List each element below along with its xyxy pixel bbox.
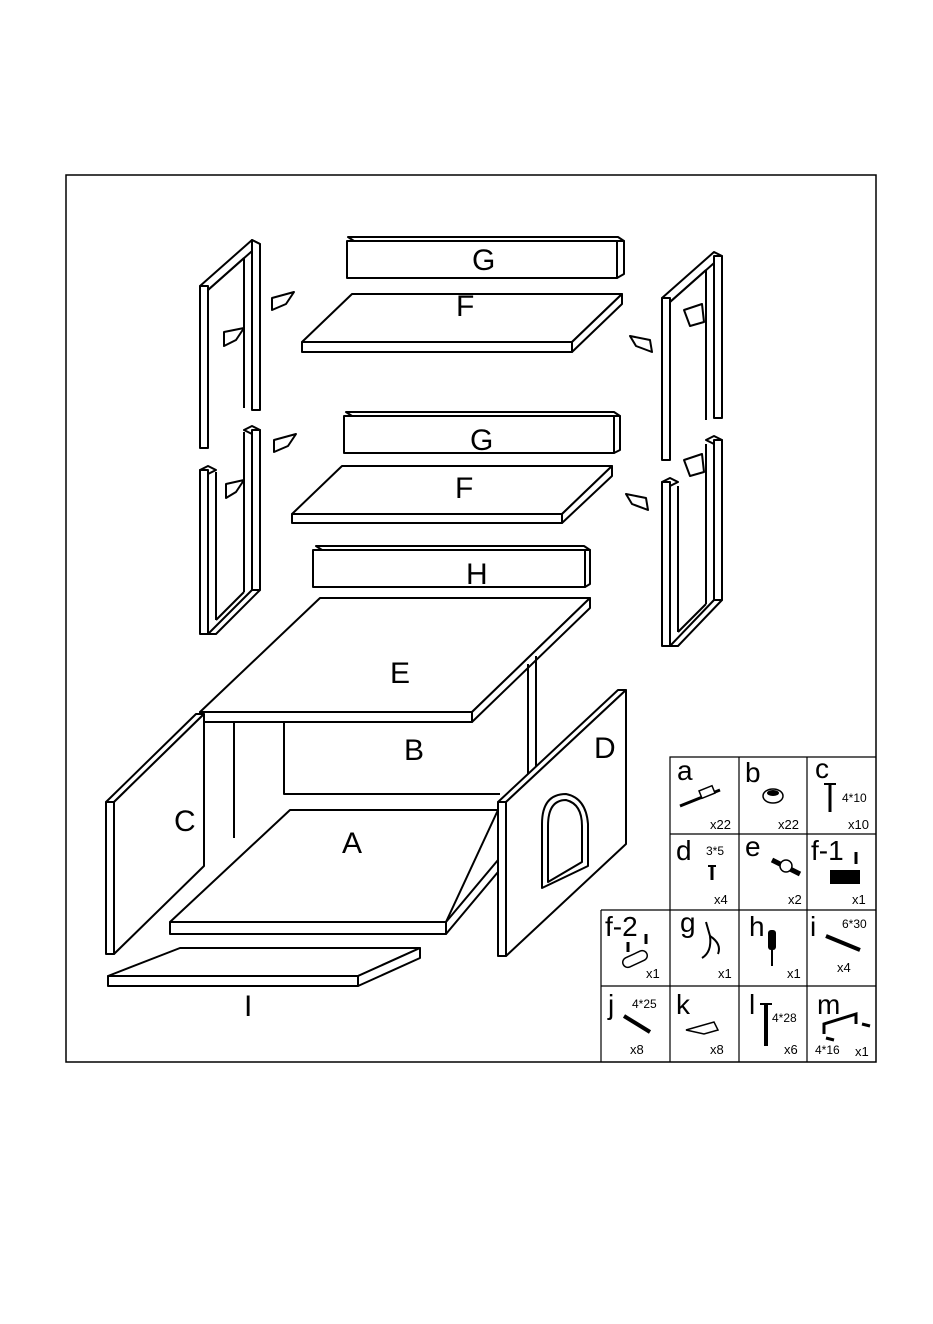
hardware-cell-b: b x22 xyxy=(745,757,799,832)
svg-text:f-2: f-2 xyxy=(605,911,638,942)
svg-text:j: j xyxy=(607,989,614,1020)
svg-text:m: m xyxy=(817,989,840,1020)
hardware-cell-e: e x2 xyxy=(745,831,802,907)
wood-screw-icon xyxy=(760,1004,772,1046)
cam-bolt-icon xyxy=(680,786,720,806)
panel-e-top xyxy=(200,598,590,796)
svg-text:x22: x22 xyxy=(778,817,799,832)
l-bracket-icon xyxy=(686,1022,718,1034)
hardware-cell-j: j 4*25 x8 xyxy=(607,989,657,1057)
svg-text:g: g xyxy=(680,907,696,938)
hardware-cell-k: k x8 xyxy=(676,989,724,1057)
hardware-cell-a: a x22 xyxy=(677,755,731,832)
svg-text:x1: x1 xyxy=(646,966,660,981)
hardware-cell-c: c 4*10 x10 xyxy=(815,753,869,832)
svg-text:i: i xyxy=(810,911,816,942)
panel-b-back xyxy=(284,720,500,794)
svg-text:4*28: 4*28 xyxy=(772,1011,797,1025)
svg-text:x22: x22 xyxy=(710,817,731,832)
svg-text:b: b xyxy=(745,757,761,788)
screwdriver-icon xyxy=(768,930,776,966)
svg-text:h: h xyxy=(749,911,765,942)
label-panel-i: I xyxy=(244,990,252,1023)
screw-icon xyxy=(824,784,836,812)
svg-text:a: a xyxy=(677,755,693,786)
label-panel-f-top: F xyxy=(456,290,474,323)
label-panel-f-mid: F xyxy=(455,472,473,505)
hardware-cell-l: l 4*28 x6 xyxy=(749,989,798,1057)
label-panel-c: C xyxy=(174,805,196,838)
svg-text:x8: x8 xyxy=(710,1042,724,1057)
long-screw-icon xyxy=(826,936,860,950)
label-panel-g-top: G xyxy=(472,244,495,277)
svg-text:x1: x1 xyxy=(787,966,801,981)
left-lower-frame xyxy=(200,426,260,634)
label-panel-g-mid: G xyxy=(470,424,493,457)
svg-text:x1: x1 xyxy=(852,892,866,907)
panel-h xyxy=(313,546,590,587)
svg-text:4*16: 4*16 xyxy=(815,1043,840,1057)
svg-text:c: c xyxy=(815,753,829,784)
label-panel-d: D xyxy=(594,732,616,765)
svg-text:6*30: 6*30 xyxy=(842,917,867,931)
svg-text:x2: x2 xyxy=(788,892,802,907)
svg-text:4*10: 4*10 xyxy=(842,791,867,805)
svg-text:x4: x4 xyxy=(714,892,728,907)
hardware-cell-g: g x1 xyxy=(680,907,732,981)
label-panel-e: E xyxy=(390,657,410,690)
svg-text:x10: x10 xyxy=(848,817,869,832)
svg-text:e: e xyxy=(745,831,761,862)
hardware-cell-h: h x1 xyxy=(749,911,801,981)
panel-i-base xyxy=(108,948,420,986)
svg-text:3*5: 3*5 xyxy=(706,844,724,858)
hardware-cell-f-1: f-1 x1 xyxy=(811,835,866,907)
svg-text:l: l xyxy=(749,989,755,1020)
right-lower-frame xyxy=(662,436,722,646)
svg-text:k: k xyxy=(676,989,691,1020)
label-panel-b: B xyxy=(404,734,424,767)
svg-text:x8: x8 xyxy=(630,1042,644,1057)
panel-a-bottom xyxy=(170,810,498,934)
svg-text:d: d xyxy=(676,835,692,866)
hardware-cell-i: i 6*30 x4 xyxy=(810,911,867,975)
svg-text:4*25: 4*25 xyxy=(632,997,657,1011)
svg-text:x1: x1 xyxy=(718,966,732,981)
svg-text:x6: x6 xyxy=(784,1042,798,1057)
small-screw-icon xyxy=(708,866,716,880)
cam-lock-icon xyxy=(763,789,783,803)
svg-text:f-1: f-1 xyxy=(811,835,844,866)
hardware-cell-f-2: f-2 x1 xyxy=(605,911,660,981)
svg-text:x4: x4 xyxy=(837,960,851,975)
svg-text:x1: x1 xyxy=(855,1044,869,1059)
double-hook-icon xyxy=(702,922,719,958)
hardware-cell-m: m 4*16 x1 xyxy=(815,989,870,1059)
hardware-cell-d: d 3*5 x4 xyxy=(676,835,728,907)
wooden-dowel-icon xyxy=(772,860,800,874)
label-panel-a: A xyxy=(342,827,362,860)
panel-f-mid xyxy=(292,466,612,523)
label-panel-h: H xyxy=(466,558,488,591)
screw-icon xyxy=(624,1016,650,1032)
right-upper-frame xyxy=(662,252,722,460)
